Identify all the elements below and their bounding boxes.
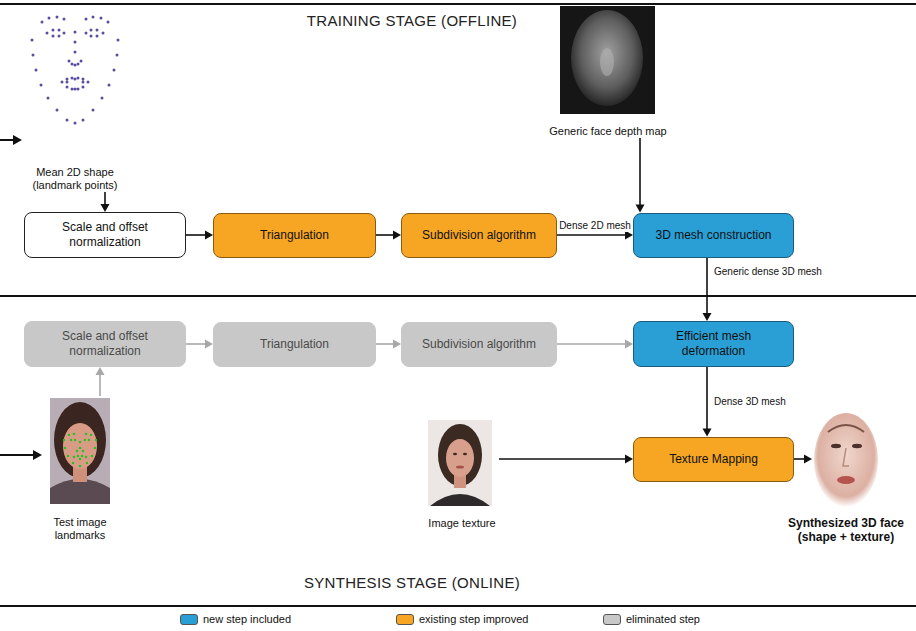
legend-text: eliminated step <box>626 612 700 626</box>
box-text-group: Subdivision algorithm <box>422 228 536 243</box>
arrow-head <box>101 204 110 212</box>
connector <box>376 340 401 349</box>
synthesized-face <box>814 413 878 507</box>
box-text-group: Texture Mapping <box>669 452 758 467</box>
box-text-group: Triangulation <box>260 228 329 243</box>
box-label: Texture Mapping <box>669 452 758 467</box>
arrow-head <box>205 340 213 349</box>
arrow-head <box>625 455 633 464</box>
arrow-head <box>393 340 401 349</box>
separator-rule <box>0 605 916 607</box>
box-label: Subdivision algorithm <box>422 337 536 352</box>
box-text-group: Triangulation <box>260 337 329 352</box>
connector <box>101 192 110 212</box>
landmark-dots <box>32 17 118 123</box>
connector <box>96 367 105 396</box>
connector-line <box>706 258 708 315</box>
image-node: Mean 2D shape (landmark points) <box>15 8 135 192</box>
image-node: Test image landmarks <box>45 396 115 542</box>
connector-line <box>706 367 708 430</box>
arrow-head <box>703 429 712 437</box>
connector <box>186 340 213 349</box>
edge-label: Generic dense 3D mesh <box>713 266 823 278</box>
separator-rule <box>0 3 916 5</box>
image-caption: Mean 2D shape (landmark points) <box>25 166 125 192</box>
box-text-group: Subdivision algorithm <box>422 337 536 352</box>
box-label: Scale and offset normalization <box>35 220 175 250</box>
process-box: 3D mesh construction <box>633 213 794 258</box>
connector-line <box>376 234 394 236</box>
legend-swatch <box>396 614 414 625</box>
connector-line <box>499 458 626 460</box>
box-label: Subdivision algorithm <box>422 228 536 243</box>
arrow-head <box>96 367 105 375</box>
image-caption: Image texture <box>425 517 499 530</box>
test-face-photo <box>50 398 110 504</box>
process-box: Efficient mesh deformation <box>633 321 794 367</box>
connector-line <box>557 234 626 236</box>
process-box: Triangulation <box>213 213 376 258</box>
image-caption: Generic face depth map <box>548 125 668 138</box>
connector <box>703 367 712 437</box>
connector <box>636 138 645 213</box>
connector <box>186 231 213 240</box>
process-box: Scale and offset normalization <box>24 321 186 367</box>
image-node: Generic face depth map <box>548 3 668 138</box>
box-text-group: 3D mesh construction <box>655 228 771 243</box>
connector-line <box>557 343 626 345</box>
entry-arrow <box>0 135 22 145</box>
texture-photo <box>428 420 492 506</box>
image-caption: Synthesized 3D face (shape + texture) <box>781 516 911 544</box>
connector-line <box>99 374 101 396</box>
connector <box>376 231 401 240</box>
image-node: Image texture <box>425 418 499 530</box>
separator-rule <box>0 295 916 297</box>
connector-line <box>104 192 106 205</box>
connector <box>703 258 712 322</box>
process-box: Subdivision algorithm <box>401 213 557 258</box>
connector-line <box>794 458 805 460</box>
edge-label: Dense 2D mesh <box>558 220 632 232</box>
box-label: 3D mesh construction <box>655 228 771 243</box>
entry-arrow <box>0 450 42 460</box>
box-text-group: Scale and offset normalization <box>35 220 175 250</box>
box-label: Triangulation <box>260 228 329 243</box>
box-text-group: Efficient mesh deformation <box>644 329 783 359</box>
depth-map-image <box>560 6 655 114</box>
process-box: Subdivision algorithm <box>401 322 557 367</box>
edge-label: Dense 3D mesh <box>713 396 787 408</box>
arrow-head <box>804 455 812 464</box>
connector-line <box>639 138 641 206</box>
box-label: Efficient mesh deformation <box>644 329 783 359</box>
legend-text: existing step improved <box>419 612 528 626</box>
legend-swatch <box>180 614 198 625</box>
box-label: Triangulation <box>260 337 329 352</box>
process-box: Scale and offset normalization <box>24 212 186 258</box>
connector <box>794 455 812 464</box>
legend-swatch <box>603 614 621 625</box>
arrow-head <box>703 313 712 321</box>
arrow-head <box>205 231 213 240</box>
legend-text: new step included <box>203 612 291 626</box>
connector-line <box>186 343 206 345</box>
stage-title: TRAINING STAGE (OFFLINE) <box>307 12 517 30</box>
arrow-head <box>393 231 401 240</box>
image-node: Synthesized 3D face (shape + texture) <box>812 408 880 512</box>
process-box: Texture Mapping <box>633 437 794 482</box>
arrow-head <box>636 205 645 213</box>
arrow-head <box>625 340 633 349</box>
box-text-group: Scale and offset normalization <box>35 329 175 359</box>
connector <box>557 340 633 349</box>
image-caption: Test image landmarks <box>45 516 115 542</box>
connector <box>499 455 633 464</box>
box-label: Scale and offset normalization <box>35 329 175 359</box>
process-box: Triangulation <box>213 322 376 367</box>
stage-title: SYNTHESIS STAGE (ONLINE) <box>304 574 520 592</box>
connector-line <box>186 234 206 236</box>
connector-line <box>376 343 394 345</box>
